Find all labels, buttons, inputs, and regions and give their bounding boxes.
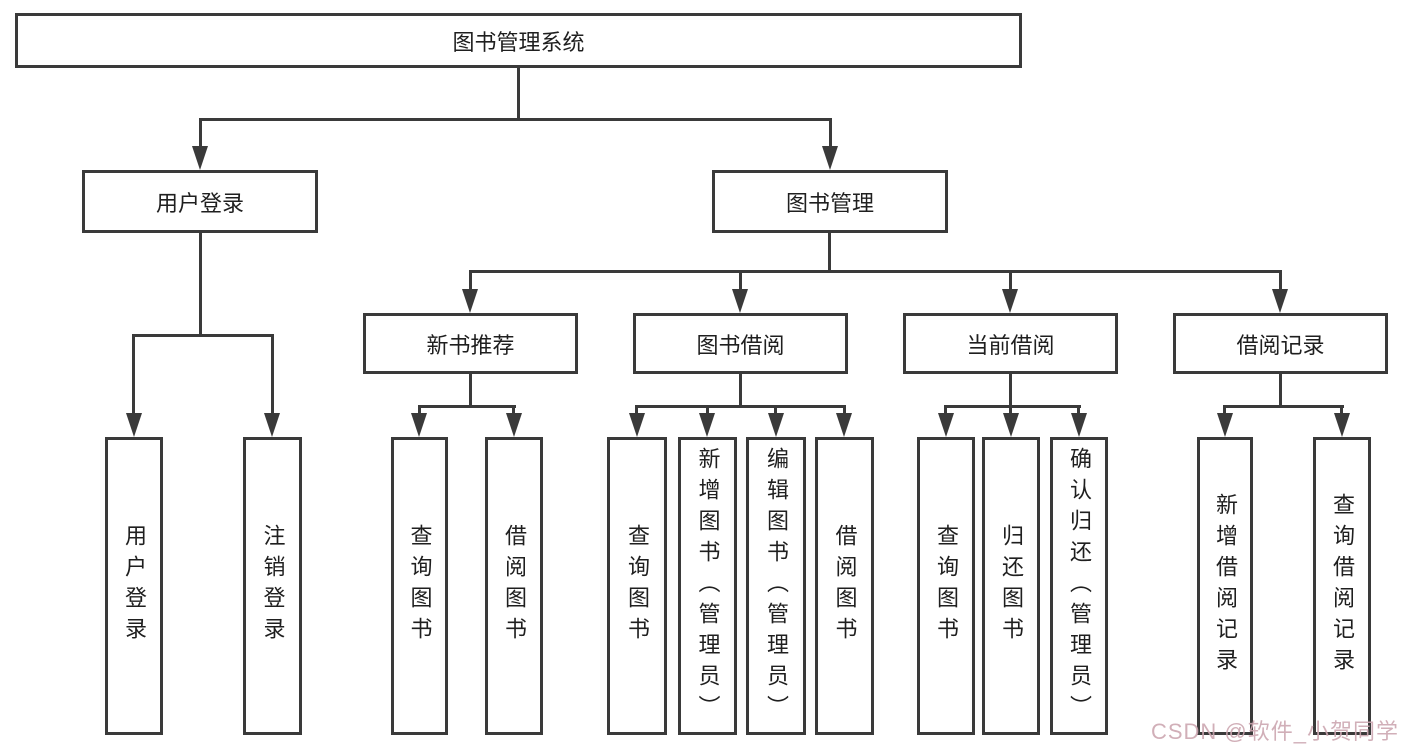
leaf-query-books-recommend: 查询图书 xyxy=(391,437,448,735)
arrow-down-icon xyxy=(938,413,954,437)
node-label: 图书管理系统 xyxy=(452,29,585,55)
node-current-borrowing: 当前借阅 xyxy=(903,313,1118,374)
connector-line xyxy=(418,405,421,417)
node-new-book-recommendation: 新书推荐 xyxy=(363,313,578,374)
arrow-down-icon xyxy=(1217,413,1233,437)
arrow-down-icon xyxy=(126,413,142,437)
connector-line xyxy=(828,231,831,273)
node-book-borrowing: 图书借阅 xyxy=(633,313,848,374)
arrow-down-icon xyxy=(768,413,784,437)
leaf-confirm-return-admin: 确认归还（管理员） xyxy=(1050,437,1108,735)
leaf-borrow-books-recommend: 借阅图书 xyxy=(485,437,543,735)
connector-line xyxy=(1279,270,1282,292)
node-label: 确认归还（管理员） xyxy=(1067,446,1092,726)
connector-line xyxy=(1009,372,1012,408)
connector-line xyxy=(1223,405,1344,408)
connector-line xyxy=(469,372,472,408)
arrow-down-icon xyxy=(1272,289,1288,313)
connector-line xyxy=(829,118,832,148)
connector-line xyxy=(635,405,846,408)
node-user-login: 用户登录 xyxy=(82,170,318,233)
connector-line xyxy=(199,118,832,121)
node-label: 当前借阅 xyxy=(966,332,1055,358)
arrow-down-icon xyxy=(822,146,838,170)
leaf-query-books-current: 查询图书 xyxy=(917,437,975,735)
node-label: 借阅记录 xyxy=(1236,332,1325,358)
node-label: 图书借阅 xyxy=(696,332,785,358)
connector-line xyxy=(271,334,274,416)
node-library-management-system: 图书管理系统 xyxy=(15,13,1022,68)
arrow-down-icon xyxy=(1002,289,1018,313)
connector-line xyxy=(739,372,742,408)
connector-line xyxy=(199,118,202,148)
connector-line xyxy=(944,405,1081,408)
connector-line xyxy=(469,270,472,292)
node-label: 编辑图书（管理员） xyxy=(764,446,789,726)
node-label: 查询图书 xyxy=(407,524,433,648)
node-borrowing-records: 借阅记录 xyxy=(1173,313,1388,374)
arrow-down-icon xyxy=(462,289,478,313)
node-label: 借阅图书 xyxy=(502,524,527,648)
arrow-down-icon xyxy=(1071,413,1087,437)
connector-line xyxy=(469,270,1282,273)
connector-line xyxy=(512,405,515,417)
leaf-logout: 注销登录 xyxy=(243,437,302,735)
node-label: 注销登录 xyxy=(260,524,286,648)
leaf-return-books: 归还图书 xyxy=(982,437,1040,735)
node-label: 图书管理 xyxy=(785,190,874,216)
connector-line xyxy=(1009,405,1012,417)
connector-line xyxy=(774,405,777,417)
arrow-down-icon xyxy=(192,146,208,170)
arrow-down-icon xyxy=(732,289,748,313)
arrow-down-icon xyxy=(506,413,522,437)
connector-line xyxy=(1077,405,1080,417)
arrow-down-icon xyxy=(1003,413,1019,437)
leaf-add-borrow-record: 新增借阅记录 xyxy=(1197,437,1253,735)
leaf-add-books-admin: 新增图书（管理员） xyxy=(678,437,737,735)
leaf-query-borrow-record: 查询借阅记录 xyxy=(1313,437,1371,735)
connector-line xyxy=(418,405,516,408)
connector-line xyxy=(706,405,709,417)
connector-line xyxy=(199,231,202,337)
leaf-user-login: 用户登录 xyxy=(105,437,163,735)
node-label: 新增图书（管理员） xyxy=(695,446,721,726)
node-label: 归还图书 xyxy=(999,524,1024,648)
node-label: 查询图书 xyxy=(934,524,959,648)
node-label: 用户登录 xyxy=(155,190,244,216)
node-label: 借阅图书 xyxy=(832,524,858,648)
leaf-query-books-borrowing: 查询图书 xyxy=(607,437,667,735)
leaf-edit-books-admin: 编辑图书（管理员） xyxy=(746,437,806,735)
connector-line xyxy=(1223,405,1226,417)
arrow-down-icon xyxy=(264,413,280,437)
connector-line xyxy=(132,334,274,337)
connector-line xyxy=(843,405,846,417)
node-label: 查询图书 xyxy=(625,524,650,648)
arrow-down-icon xyxy=(699,413,715,437)
arrow-down-icon xyxy=(629,413,645,437)
connector-line xyxy=(132,334,135,416)
arrow-down-icon xyxy=(411,413,427,437)
node-label: 用户登录 xyxy=(122,524,147,648)
connector-line xyxy=(1279,372,1282,408)
arrow-down-icon xyxy=(836,413,852,437)
node-label: 新增借阅记录 xyxy=(1213,493,1238,679)
leaf-borrow-books: 借阅图书 xyxy=(815,437,874,735)
connector-line xyxy=(944,405,947,417)
connector-line xyxy=(1340,405,1343,417)
arrow-down-icon xyxy=(1334,413,1350,437)
node-label: 查询借阅记录 xyxy=(1330,493,1355,679)
node-label: 新书推荐 xyxy=(426,332,515,358)
connector-line xyxy=(635,405,638,417)
connector-line xyxy=(517,66,520,120)
connector-line xyxy=(1009,270,1012,292)
csdn-watermark: CSDN @软件_小贺同学 xyxy=(1150,719,1399,744)
node-book-management: 图书管理 xyxy=(712,170,948,233)
connector-line xyxy=(739,270,742,292)
